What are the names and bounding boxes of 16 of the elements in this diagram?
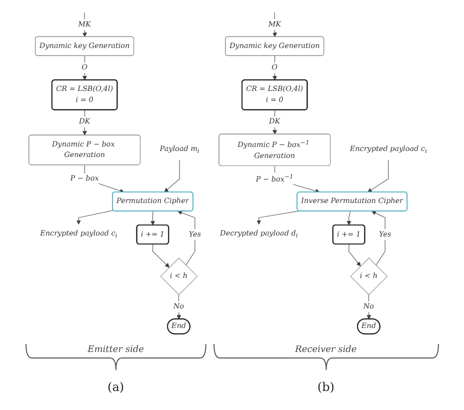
arrow <box>178 210 196 266</box>
arrow <box>164 160 180 192</box>
panel-caption: (a) <box>108 380 124 394</box>
arrow <box>152 244 170 268</box>
arrow <box>346 210 352 226</box>
arrow <box>150 210 156 226</box>
arrow <box>372 210 386 266</box>
arrow <box>82 110 87 136</box>
side-label: Emitter side <box>88 345 144 356</box>
arrow <box>76 210 114 225</box>
arrow <box>272 110 278 134</box>
panel-caption: (b) <box>317 380 334 394</box>
side-label: Receiver side <box>295 345 357 356</box>
arrow <box>348 244 361 266</box>
arrow <box>367 160 389 192</box>
arrow <box>256 210 300 225</box>
